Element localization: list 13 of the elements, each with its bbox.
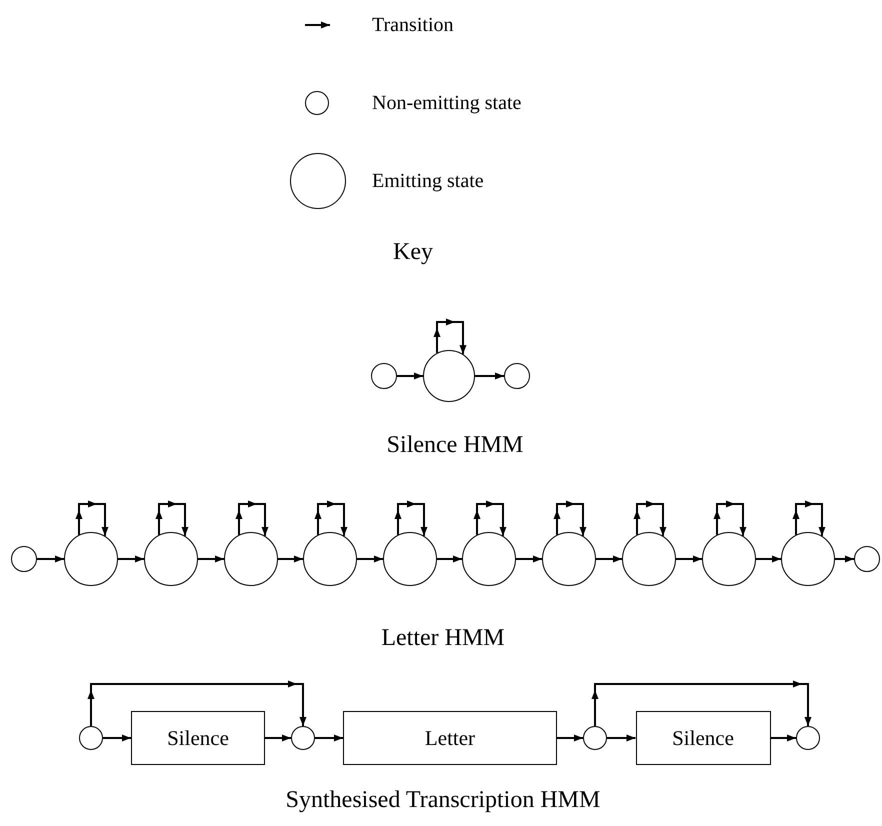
caption: Key (393, 240, 433, 264)
model-box (343, 711, 557, 765)
legend-text: Non-emitting state (372, 93, 522, 113)
box-label: Silence (672, 728, 734, 748)
caption: Letter HMM (381, 626, 505, 650)
box-label: Letter (424, 728, 476, 748)
legend-text: Emitting state (372, 171, 484, 191)
caption: Silence HMM (386, 433, 524, 457)
model-box (636, 711, 770, 765)
model-box (131, 711, 265, 765)
legend-text: Transition (372, 15, 454, 35)
box-label: Silence (167, 728, 229, 748)
caption: Synthesised Transcription HMM (286, 788, 600, 812)
